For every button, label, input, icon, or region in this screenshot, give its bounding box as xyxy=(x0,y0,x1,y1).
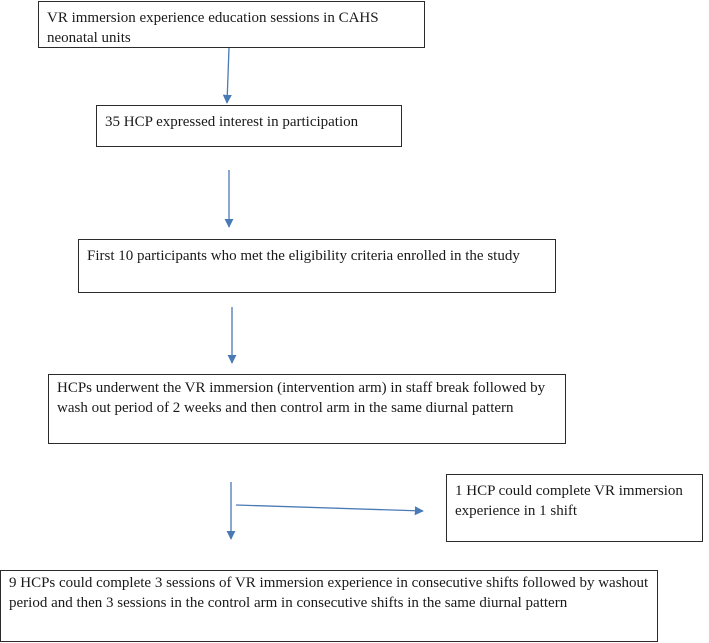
step3-box: First 10 participants who met the eligib… xyxy=(78,239,556,293)
arrow-step1-to-step2 xyxy=(222,47,232,104)
step6-text: 9 HCPs could complete 3 sessions of VR i… xyxy=(9,575,649,611)
step4-box: HCPs underwent the VR immersion (interve… xyxy=(48,374,566,444)
side-outcome-text: 1 HCP could complete VR immersion experi… xyxy=(455,483,683,519)
step2-text: 35 HCP expressed interest in participati… xyxy=(105,114,359,130)
step4-text: HCPs underwent the VR immersion (interve… xyxy=(57,380,546,416)
step2-box: 35 HCP expressed interest in participati… xyxy=(96,105,402,147)
step3-text: First 10 participants who met the eligib… xyxy=(87,248,520,264)
side-outcome-box: 1 HCP could complete VR immersion experi… xyxy=(446,474,703,542)
step1-box: VR immersion experience education sessio… xyxy=(38,1,425,48)
step6-box: 9 HCPs could complete 3 sessions of VR i… xyxy=(0,570,658,642)
step1-text: VR immersion experience education sessio… xyxy=(47,10,379,46)
arrow-to-side-box xyxy=(235,504,424,516)
